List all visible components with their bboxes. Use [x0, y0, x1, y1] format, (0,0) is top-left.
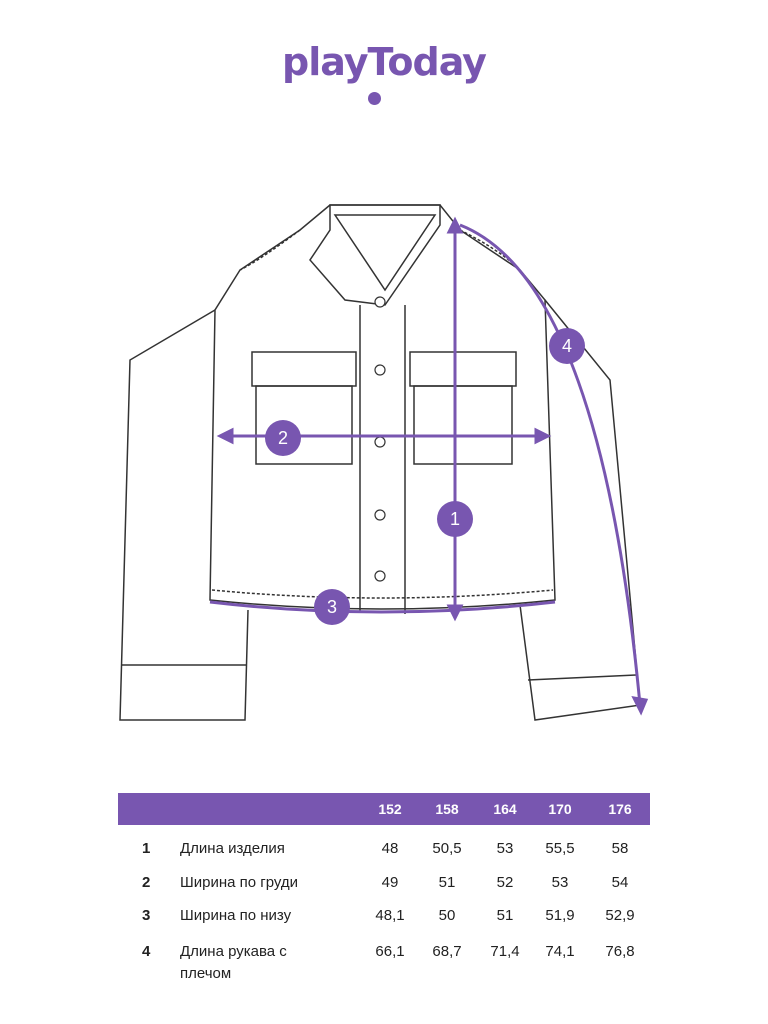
cell: 50 [438, 907, 456, 924]
cell: 52 [496, 874, 514, 891]
cell: 71,4 [490, 943, 520, 960]
marker-1: 1 [437, 501, 473, 537]
buttons [374, 296, 386, 582]
size-table-header: 152 158 164 170 176 [118, 793, 650, 825]
measurement-lines [209, 216, 649, 716]
marker-3: 3 [314, 589, 350, 625]
cell: 74,1 [545, 943, 575, 960]
cell: 66,1 [375, 943, 405, 960]
svg-text:2: 2 [278, 428, 288, 448]
cell: 53 [496, 840, 514, 857]
row-number: 4 [142, 943, 151, 960]
cell: 48,1 [375, 907, 405, 924]
row-label: Длина рукава с плечом [180, 943, 287, 982]
size-header: 176 [608, 801, 632, 817]
row-number: 2 [142, 874, 151, 891]
cell: 51 [438, 874, 456, 891]
size-header: 152 [378, 801, 402, 817]
marker-4: 4 [549, 328, 585, 364]
row-label: Ширина по груди [180, 874, 299, 891]
logo-text: playToday [282, 40, 487, 84]
cell: 53 [551, 874, 569, 891]
cell: 76,8 [605, 943, 635, 960]
size-header: 158 [435, 801, 459, 817]
size-header: 164 [493, 801, 517, 817]
marker-2: 2 [265, 420, 301, 456]
svg-text:1: 1 [450, 509, 460, 529]
logo-dot [368, 92, 381, 105]
cell: 58 [611, 840, 629, 857]
svg-text:3: 3 [327, 597, 337, 617]
brand-logo: playToday [0, 40, 768, 105]
cell: 54 [611, 874, 629, 891]
jacket-outline [119, 204, 641, 721]
cell: 50,5 [432, 840, 462, 857]
cell: 52,9 [605, 907, 635, 924]
jacket-technical-drawing: 1 2 3 4 [119, 204, 649, 721]
row-label: Ширина по низу [180, 907, 292, 924]
row-number: 1 [142, 840, 151, 857]
size-header: 170 [548, 801, 572, 817]
cell: 55,5 [545, 840, 575, 857]
row-number: 3 [142, 907, 151, 924]
cell: 68,7 [432, 943, 462, 960]
cell: 49 [381, 874, 399, 891]
row-label: Длина изделия [180, 840, 285, 857]
cell: 48 [381, 840, 399, 857]
cell: 51 [496, 907, 514, 924]
cell: 51,9 [545, 907, 575, 924]
svg-text:4: 4 [562, 336, 572, 356]
